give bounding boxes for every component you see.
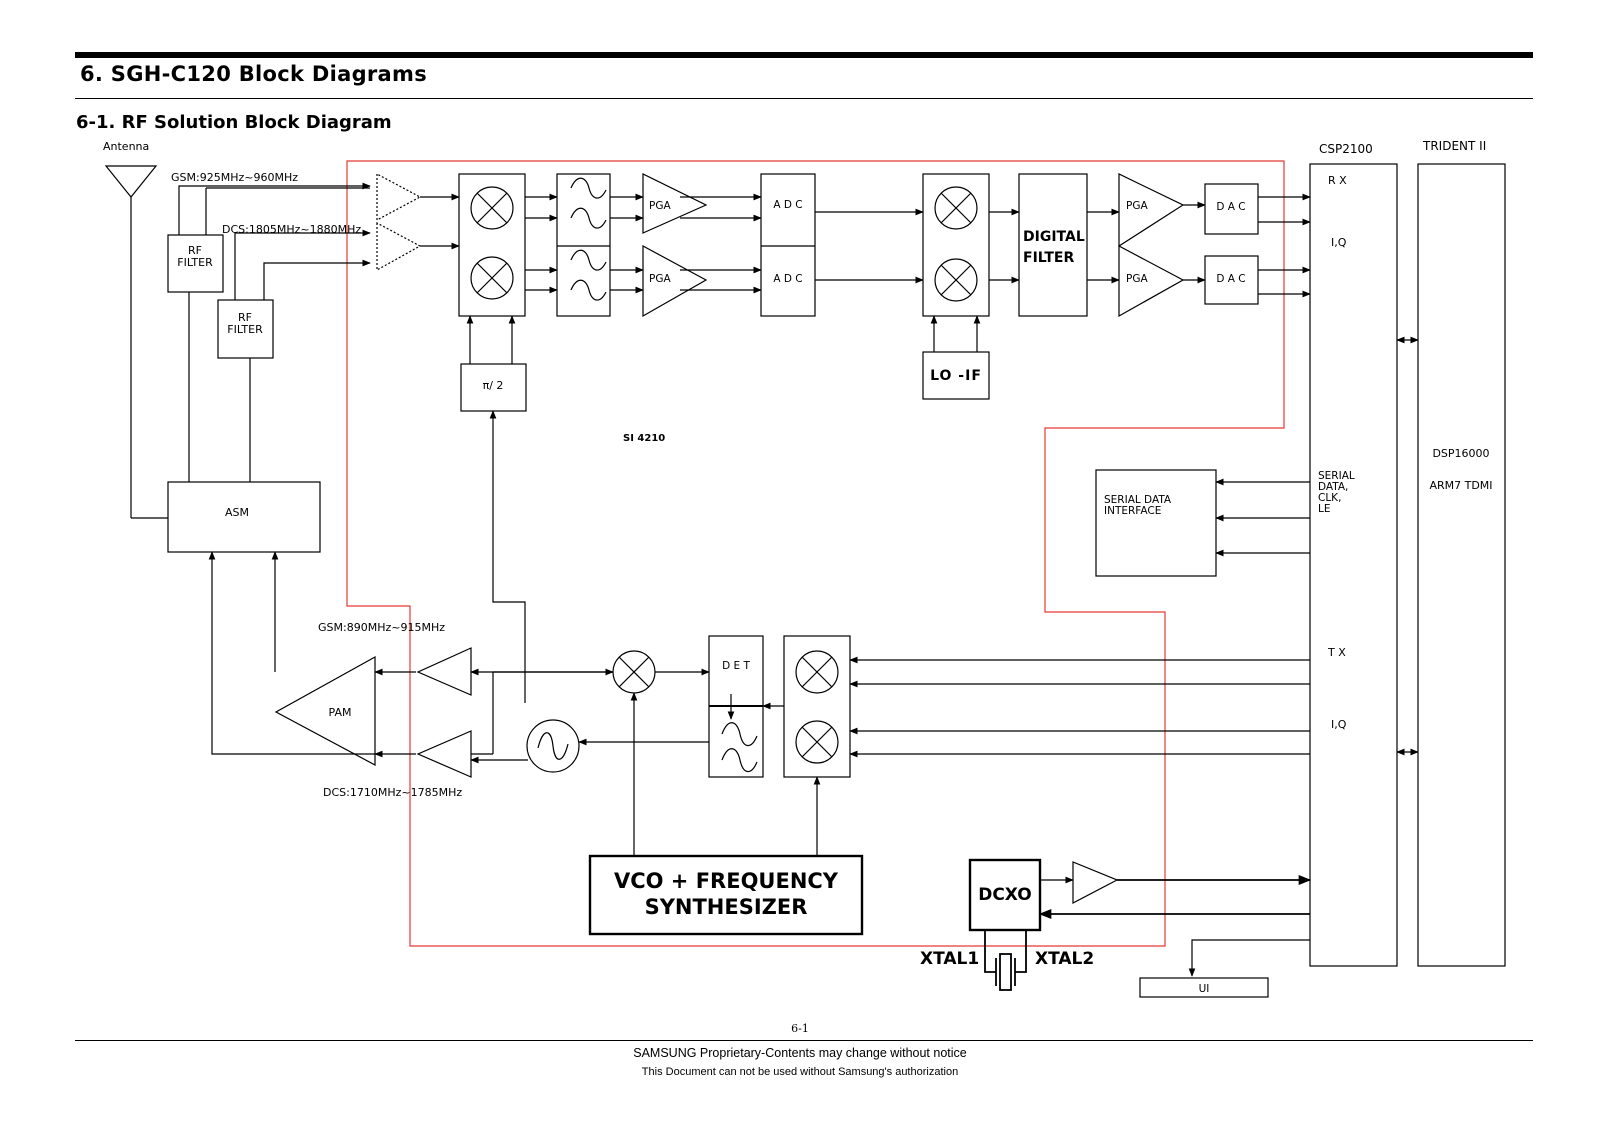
dcs-tx-band-label: DCS:1710MHz~1785MHz bbox=[323, 786, 462, 799]
top-rule bbox=[75, 52, 1533, 58]
pga-3-icon bbox=[1118, 173, 1185, 248]
csp-title: CSP2100 bbox=[1319, 142, 1373, 156]
csp-serial-label-c: CLK, bbox=[1318, 492, 1341, 504]
pga-4-label: PGA bbox=[1126, 273, 1148, 285]
csp-rx-iq-label: I,Q bbox=[1331, 236, 1347, 249]
dcs-rx-band-label: DCS:1805MHz~1880MHz bbox=[222, 223, 361, 236]
trident-block bbox=[1417, 163, 1506, 967]
antenna-icon bbox=[104, 165, 158, 518]
csp-serial-label-b: DATA, bbox=[1318, 481, 1348, 493]
tx-mixer-i-icon bbox=[795, 650, 839, 694]
gsm-tx-band-label: GSM:890MHz~915MHz bbox=[318, 621, 445, 634]
rf-filter-2-label-b: FILTER bbox=[227, 323, 263, 336]
adc-1-label: A D C bbox=[773, 199, 802, 211]
loop-filter-icon bbox=[721, 722, 758, 773]
lna-dcs-icon bbox=[376, 221, 422, 272]
tx-driver-dcs-icon bbox=[416, 730, 472, 778]
rf-filter-1-label-b: FILTER bbox=[177, 256, 213, 269]
section-title: 6-1. RF Solution Block Diagram bbox=[76, 112, 392, 133]
vco-label-b: SYNTHESIZER bbox=[645, 895, 808, 919]
dcxo-label: DCXO bbox=[978, 885, 1032, 905]
serial-data-interface-block bbox=[1095, 469, 1217, 577]
crystal-icon bbox=[984, 930, 1027, 991]
det-label: D E T bbox=[722, 660, 750, 672]
ui-block bbox=[1139, 977, 1269, 998]
rx-mixer-block bbox=[458, 173, 526, 317]
pga-2-label: PGA bbox=[649, 273, 671, 285]
gsm-rx-band-label: GSM:925MHz~960MHz bbox=[171, 171, 298, 184]
pga-4-icon bbox=[1118, 245, 1185, 318]
rf-filter-1 bbox=[167, 234, 224, 293]
asm-label: ASM bbox=[225, 506, 249, 519]
csp-tx-iq-label: I,Q bbox=[1331, 718, 1347, 731]
offset-mixer-icon bbox=[612, 650, 656, 694]
pga-2-icon bbox=[642, 244, 708, 318]
csp-serial-label-a: SERIAL bbox=[1318, 470, 1355, 482]
digital-filter-block bbox=[1018, 173, 1088, 317]
serial-interface-label-a: SERIAL DATA bbox=[1104, 494, 1172, 506]
xtal2-label: XTAL2 bbox=[1035, 949, 1094, 969]
footer-rule bbox=[75, 1040, 1533, 1041]
tx-vco-icon bbox=[526, 719, 580, 773]
dac-1-block bbox=[1204, 183, 1259, 235]
digital-mixer-q-icon bbox=[934, 258, 978, 302]
lna-gsm-icon bbox=[376, 172, 422, 222]
tx-mixer-q-icon bbox=[795, 720, 839, 764]
serial-interface-label-b: INTERFACE bbox=[1104, 505, 1161, 517]
dac-2-block bbox=[1204, 255, 1259, 305]
sine-wave-icon bbox=[570, 177, 607, 301]
csp-tx-label: T X bbox=[1327, 646, 1346, 659]
title-rule bbox=[75, 98, 1533, 99]
lo-if-label: LO -IF bbox=[930, 368, 982, 384]
page-number: 6-1 bbox=[791, 1022, 809, 1035]
xtal1-label: XTAL1 bbox=[920, 949, 979, 969]
rx-mixer-i-icon bbox=[470, 186, 514, 230]
digital-filter-label-b: FILTER bbox=[1023, 250, 1074, 266]
asm-block bbox=[167, 481, 321, 553]
trident-title: TRIDENT II bbox=[1422, 139, 1486, 153]
csp2100-block bbox=[1309, 163, 1398, 967]
rf-filter-2 bbox=[217, 299, 274, 359]
footer-authorization: This Document can not be used without Sa… bbox=[641, 1066, 959, 1078]
footer-notice: SAMSUNG Proprietary-Contents may change … bbox=[633, 1046, 967, 1060]
pam-icon bbox=[274, 655, 376, 767]
csp-rx-label: R X bbox=[1328, 174, 1347, 187]
dcxo-buffer-icon bbox=[1072, 861, 1119, 904]
trident-line-2: ARM7 TDMI bbox=[1429, 479, 1492, 492]
ui-label: UI bbox=[1199, 983, 1210, 995]
tx-mixer-block bbox=[783, 635, 851, 778]
digital-mixer-block bbox=[922, 173, 990, 317]
dac-2-label: D A C bbox=[1216, 273, 1245, 285]
lo-if-block bbox=[922, 351, 990, 400]
tx-driver-gsm-icon bbox=[416, 647, 472, 696]
si4210-boundary bbox=[346, 160, 1285, 947]
rf-filter-1-label-a: RF bbox=[188, 244, 202, 257]
adc-block bbox=[760, 173, 816, 317]
digital-filter-label-a: DIGITAL bbox=[1023, 229, 1085, 245]
trident-line-1: DSP16000 bbox=[1432, 447, 1489, 460]
page-title: 6. SGH-C120 Block Diagrams bbox=[80, 62, 428, 86]
csp-serial-label-d: LE bbox=[1318, 503, 1330, 515]
pga-3-label: PGA bbox=[1126, 200, 1148, 212]
phase-shift-label: π/ 2 bbox=[483, 379, 504, 392]
pga-1-icon bbox=[642, 173, 708, 234]
digital-mixer-i-icon bbox=[934, 186, 978, 230]
pam-label: PAM bbox=[329, 706, 352, 719]
pga-1-label: PGA bbox=[649, 200, 671, 212]
rx-mixer-q-icon bbox=[470, 256, 514, 300]
rx-filter-block bbox=[556, 173, 611, 317]
dac-1-label: D A C bbox=[1216, 201, 1245, 213]
antenna-label: Antenna bbox=[103, 140, 149, 153]
vco-label-a: VCO + FREQUENCY bbox=[614, 869, 839, 893]
rf-filter-2-label-a: RF bbox=[238, 311, 252, 324]
chip-label: SI 4210 bbox=[623, 433, 665, 444]
vco-synthesizer-block bbox=[588, 854, 864, 936]
adc-2-label: A D C bbox=[773, 273, 802, 285]
dcxo-block bbox=[968, 858, 1042, 932]
